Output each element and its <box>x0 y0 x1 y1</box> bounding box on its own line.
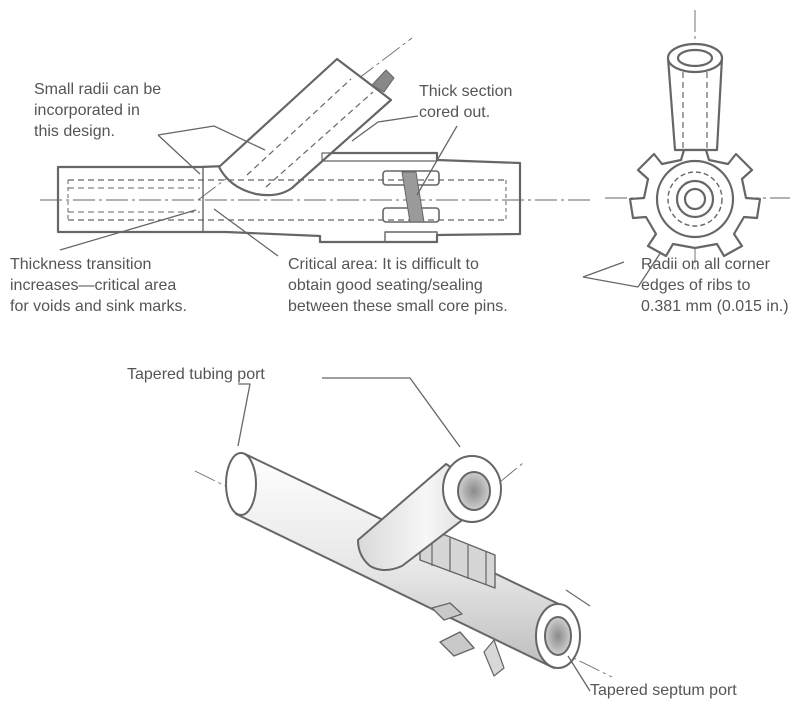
iso-branch-bore <box>457 471 491 511</box>
leader-tubing-port-left <box>237 383 251 447</box>
end-view-ribbed-ring <box>628 148 762 258</box>
callout-line: Radii on all corner <box>641 256 770 273</box>
leader-radii-a <box>582 261 625 278</box>
callout-line: for voids and sink marks. <box>10 298 187 315</box>
callout-septum-port: Tapered septum port <box>590 682 737 699</box>
iso-left-end <box>225 452 257 516</box>
isometric-view <box>194 377 613 692</box>
end-view-top-rim <box>666 42 724 74</box>
callout-thick-section: Thick section cored out. <box>419 81 512 123</box>
rib-top <box>321 152 438 162</box>
iso-right-bore <box>544 616 572 656</box>
callout-line: Thickness transition <box>10 256 152 273</box>
callout-line: between these small core pins. <box>288 298 508 315</box>
iso-clip-lower <box>439 631 475 657</box>
callout-radii-ribs: Radii on all corner edges of ribs to 0.3… <box>641 254 789 317</box>
leader-thick-section <box>351 115 419 142</box>
leader-thickness <box>59 209 197 251</box>
leader-tubing-port-right <box>322 377 461 448</box>
callout-line: cored out. <box>419 104 491 121</box>
leader-septum-port <box>567 655 591 692</box>
callout-line: Small radii can be <box>34 81 162 98</box>
callout-line: Thick section <box>419 83 513 100</box>
end-view <box>582 10 790 288</box>
branch-tip-cap <box>371 69 395 93</box>
core-pin-web <box>401 171 425 223</box>
callout-line: 0.381 mm (0.015 in.) <box>641 298 789 315</box>
leader-radii-c <box>637 251 662 288</box>
leader-critical <box>213 208 279 257</box>
callout-line: this design. <box>34 123 115 140</box>
callout-small-radii: Small radii can be incorporated in this … <box>34 79 161 142</box>
callout-line: incorporated in <box>34 102 140 119</box>
callout-critical-area: Critical area: It is difficult to obtain… <box>288 254 508 317</box>
callout-thickness-transition: Thickness transition increases—critical … <box>10 254 187 317</box>
callout-line: edges of ribs to <box>641 277 751 294</box>
side-section-view <box>40 37 590 257</box>
callout-line: increases—critical area <box>10 277 177 294</box>
leader-small-radii-b <box>157 134 201 175</box>
leader-cored-out <box>416 125 458 196</box>
callout-line: obtain good seating/sealing <box>288 277 483 294</box>
leader-radii-b <box>582 276 639 288</box>
iso-clip-upper <box>431 602 463 621</box>
leader-small-radii-a <box>157 125 266 151</box>
branch-tube-outline <box>217 57 393 197</box>
callout-tubing-port: Tapered tubing port <box>127 366 265 383</box>
rib-bottom <box>384 231 438 243</box>
callout-line: Critical area: It is difficult to <box>288 256 479 273</box>
